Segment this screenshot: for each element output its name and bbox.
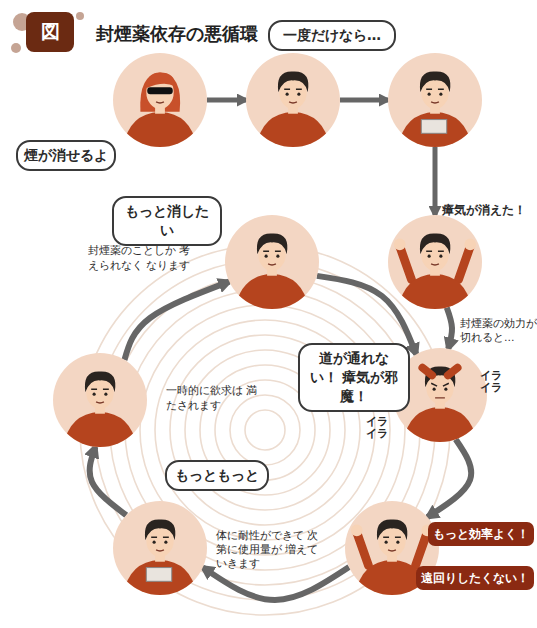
circle-outline bbox=[113, 501, 207, 595]
circle-illustration bbox=[53, 353, 147, 447]
person-figure bbox=[123, 73, 197, 147]
cycle-arrow bbox=[433, 147, 438, 215]
cycle-arrow bbox=[340, 98, 388, 103]
person-figure bbox=[235, 234, 309, 309]
title-badge bbox=[11, 12, 84, 53]
cycle-arrow bbox=[203, 567, 349, 600]
shout-burst: 遠回りしたくない！ bbox=[416, 566, 534, 590]
person-circle: 一時的に欲求は 満たされます bbox=[53, 353, 147, 447]
person-circle: もっと消したい封煙薬のことしか 考えられなく なります bbox=[225, 215, 319, 309]
person-circle: 煙が消せるよ bbox=[113, 53, 207, 147]
person-figure bbox=[63, 372, 137, 447]
circle-illustration bbox=[388, 53, 482, 147]
cycle-arrow bbox=[90, 447, 127, 515]
speech-bubble: 煙が消せるよ bbox=[16, 140, 116, 171]
circle-outline bbox=[388, 53, 482, 147]
person-figure bbox=[403, 367, 477, 442]
shout-burst: もっと効率よく！ bbox=[428, 522, 534, 546]
sound-effect: イラ イラ bbox=[480, 370, 506, 394]
circle-illustration bbox=[388, 215, 482, 309]
circle-illustration bbox=[246, 53, 340, 147]
cycle-arrow bbox=[207, 98, 246, 103]
speech-bubble: 一度だけなら… bbox=[268, 20, 396, 51]
person-circle: もっと効率よく！遠回りしたくない！ bbox=[345, 501, 439, 595]
person-circle: 瘴気が消えた！ bbox=[388, 215, 482, 309]
speech-bubble: 道が通れない！ 瘴気が邪魔！ bbox=[298, 343, 410, 412]
caption-text: 瘴気が消えた！ bbox=[442, 202, 537, 218]
person-circle: 道が通れない！ 瘴気が邪魔！ bbox=[393, 348, 487, 442]
person-figure bbox=[398, 72, 472, 147]
cycle-arrow bbox=[447, 308, 452, 349]
figure-badge: 図 bbox=[30, 19, 70, 45]
edge-caption: 封煙薬の効力が 切れると… bbox=[460, 316, 537, 344]
cycle-arrow bbox=[427, 439, 471, 517]
cycle-arrow bbox=[124, 282, 229, 360]
circle-illustration bbox=[113, 501, 207, 595]
edge-caption: 体に耐性ができて 次第に使用量が 増えていきます bbox=[216, 528, 320, 571]
person-circle: 一度だけなら… bbox=[246, 53, 340, 147]
person-circle: もっともっと bbox=[113, 501, 207, 595]
person-figure bbox=[123, 520, 197, 595]
caption-text: 封煙薬のことしか 考えられなく なります bbox=[88, 244, 200, 274]
person-figure bbox=[394, 234, 476, 309]
caption-text: 一時的に欲求は 満たされます bbox=[166, 384, 261, 414]
person-circle bbox=[388, 53, 482, 147]
sound-effect: イラ イラ bbox=[366, 416, 392, 440]
speech-bubble: もっともっと bbox=[165, 460, 269, 491]
speech-bubble: もっと消したい bbox=[112, 196, 222, 246]
person-figure bbox=[256, 72, 330, 147]
circle-illustration bbox=[225, 215, 319, 309]
circle-illustration bbox=[113, 53, 207, 147]
diagram-title: 封煙薬依存の悪循環 bbox=[96, 22, 396, 46]
